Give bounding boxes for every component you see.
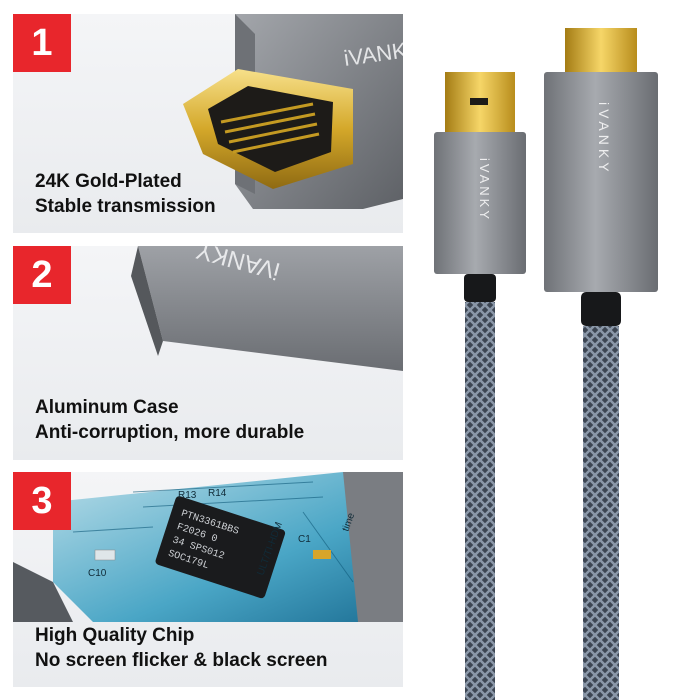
feature-number-badge: 1 — [13, 14, 71, 72]
feature-subtitle: No screen flicker & black screen — [35, 650, 328, 671]
displayport-hdmi-cable: iVANKY iVANKY — [434, 28, 658, 700]
feature-subtitle: Anti-corruption, more durable — [35, 422, 305, 443]
aluminum-case-closeup: iVANKY — [131, 246, 403, 371]
board-label: C1 — [298, 534, 311, 545]
feature-title: High Quality Chip — [35, 625, 195, 646]
feature-subtitle: Stable transmission — [35, 196, 216, 217]
board-label: C10 — [88, 568, 107, 579]
brand-mark: iVANKY — [596, 102, 612, 176]
hdmi-gold-plug — [565, 28, 637, 78]
hdmi-braided-cable — [583, 326, 619, 700]
feature-number-badge: 2 — [13, 246, 71, 304]
displayport-aluminum-housing — [434, 132, 526, 274]
feature-panel-aluminum-case: iVANKY 2 Aluminum Case Anti-corruption, … — [13, 246, 403, 460]
hdmi-connector-closeup: iVANKY — [183, 14, 403, 209]
hdmi-aluminum-housing — [544, 72, 658, 292]
displayport-braided-cable — [465, 302, 495, 700]
feature-title: 24K Gold-Plated — [35, 171, 182, 192]
brand-mark: iVANKY — [477, 158, 492, 222]
board-label: R14 — [208, 488, 227, 499]
feature-number-badge: 3 — [13, 472, 71, 530]
displayport-strain-relief — [464, 274, 496, 302]
circuit-board-chip: PTN3361BBS F2026 0 34 SPS012 SOC179L R13… — [13, 472, 403, 622]
feature-caption: High Quality Chip No screen flicker & bl… — [35, 623, 328, 673]
board-label: R13 — [178, 490, 197, 501]
feature-title: Aluminum Case — [35, 397, 179, 418]
feature-caption: 24K Gold-Plated Stable transmission — [35, 169, 216, 219]
hdmi-strain-relief — [581, 292, 621, 326]
feature-caption: Aluminum Case Anti-corruption, more dura… — [35, 395, 304, 445]
feature-panel-chip: PTN3361BBS F2026 0 34 SPS012 SOC179L R13… — [13, 472, 403, 687]
feature-panel-gold-plated: iVANKY 1 24K Gold-Plated Stable transmis… — [13, 14, 403, 233]
